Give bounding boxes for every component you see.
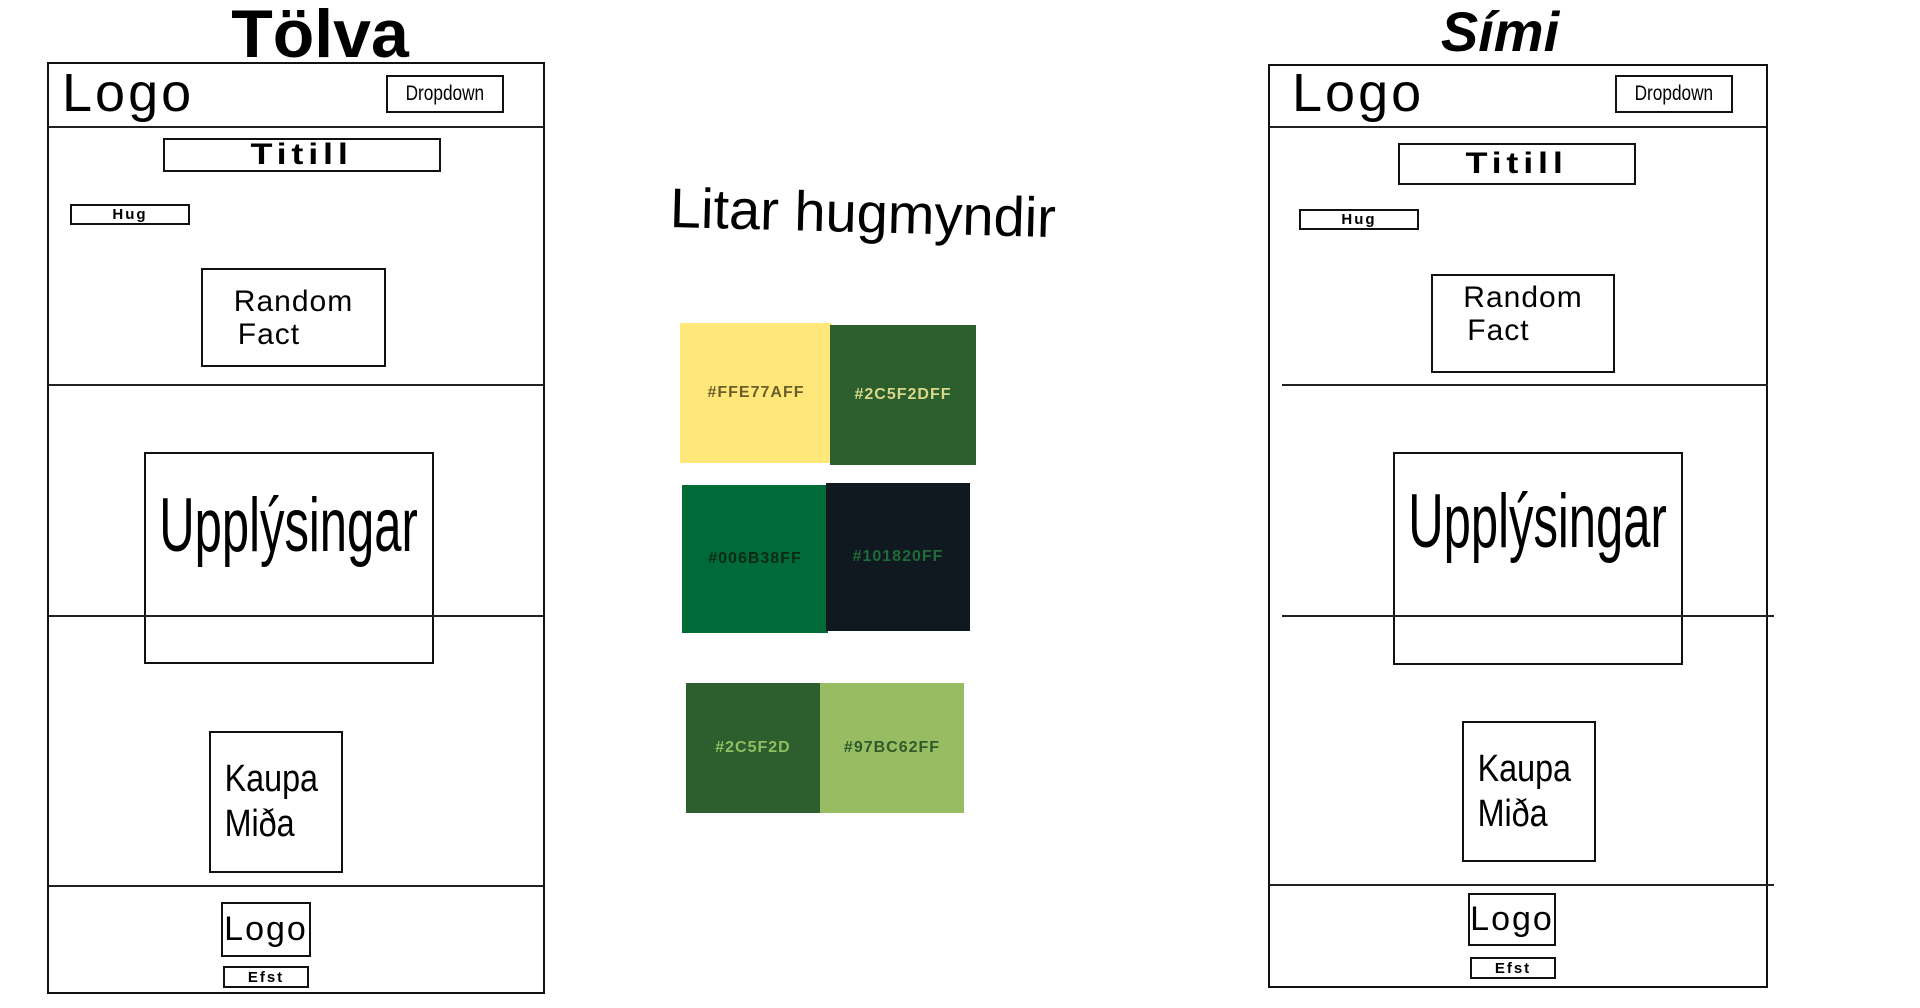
- desktop-header-divider: [49, 126, 543, 128]
- mobile-section-divider-1: [1282, 384, 1768, 386]
- desktop-info-label: Upplýsingar: [159, 482, 419, 568]
- mobile-dropdown-label: Dropdown: [1634, 82, 1714, 105]
- mobile-buy-ticket-label: Kaupa Miða: [1477, 747, 1572, 835]
- desktop-title-box: Titill: [163, 138, 441, 172]
- desktop-header-logo: Logo: [62, 63, 195, 123]
- desktop-dropdown[interactable]: Dropdown: [386, 75, 504, 113]
- mobile-random-fact-text: Random Fact: [1463, 280, 1583, 347]
- swatch-green-label: #006B38FF: [708, 550, 802, 567]
- desktop-footer-logo: Logo: [221, 902, 311, 957]
- mobile-buy-ticket-button[interactable]: Kaupa Miða: [1462, 721, 1596, 862]
- desktop-frame: [47, 62, 545, 994]
- swatch-forest-green: #2C5F2DFF: [830, 325, 976, 465]
- desktop-top-button[interactable]: Efst: [223, 966, 309, 988]
- mobile-title-label: Titill: [1465, 147, 1569, 180]
- desktop-section-divider-1: [49, 384, 543, 386]
- mobile-dropdown[interactable]: Dropdown: [1615, 75, 1733, 113]
- mobile-hug-label: Hug: [1341, 211, 1377, 228]
- swatch-forest-green-2-label: #2C5F2D: [715, 739, 791, 756]
- mobile-random-fact-box: Random Fact: [1431, 274, 1615, 373]
- mobile-heading: Sími: [1440, 0, 1560, 63]
- desktop-heading: Tölva: [231, 0, 409, 72]
- mobile-top-label: Efst: [1494, 959, 1532, 977]
- swatch-light-green-label: #97BC62FF: [843, 739, 941, 756]
- swatch-dark-navy: #101820FF: [826, 483, 970, 631]
- desktop-footer-logo-text: Logo: [224, 910, 308, 948]
- mobile-footer-logo: Logo: [1468, 893, 1556, 946]
- desktop-dropdown-label: Dropdown: [405, 82, 485, 105]
- desktop-section-divider-2: [49, 615, 543, 617]
- mobile-footer-divider: [1270, 884, 1774, 886]
- desktop-buy-ticket-label: Kaupa Miða: [224, 758, 319, 845]
- desktop-random-fact-box: Random Fact: [201, 268, 386, 367]
- mobile-frame: [1268, 64, 1768, 988]
- mobile-header-logo: Logo: [1292, 63, 1425, 123]
- desktop-footer-divider: [49, 885, 543, 887]
- mobile-top-button[interactable]: Efst: [1470, 957, 1556, 979]
- swatch-light-green: #97BC62FF: [820, 683, 964, 813]
- swatch-forest-green-label: #2C5F2DFF: [854, 386, 952, 403]
- swatch-forest-green-2: #2C5F2D: [686, 683, 820, 813]
- mobile-header-divider: [1270, 126, 1766, 128]
- mobile-title-box: Titill: [1398, 143, 1636, 185]
- swatch-green: #006B38FF: [682, 485, 828, 633]
- desktop-info-box: Upplýsingar: [144, 452, 434, 664]
- mobile-info-label: Upplýsingar: [1408, 478, 1668, 564]
- desktop-buy-ticket-button[interactable]: Kaupa Miða: [209, 731, 343, 873]
- swatch-yellow: #FFE77AFF: [680, 323, 832, 463]
- mobile-info-box: Upplýsingar: [1393, 452, 1683, 665]
- desktop-hug-label: Hug: [112, 206, 148, 223]
- mobile-hug-button[interactable]: Hug: [1299, 209, 1419, 230]
- swatch-dark-navy-label: #101820FF: [852, 548, 944, 565]
- desktop-hug-button[interactable]: Hug: [70, 204, 190, 225]
- palette-heading: Litar hugmyndir: [669, 176, 1057, 250]
- mobile-section-divider-2: [1282, 615, 1774, 617]
- swatch-yellow-label: #FFE77AFF: [707, 384, 805, 401]
- desktop-title-label: Titill: [250, 138, 354, 171]
- desktop-top-label: Efst: [247, 968, 285, 986]
- desktop-random-fact-text: Random Fact: [233, 284, 354, 351]
- mobile-footer-logo-text: Logo: [1470, 900, 1554, 938]
